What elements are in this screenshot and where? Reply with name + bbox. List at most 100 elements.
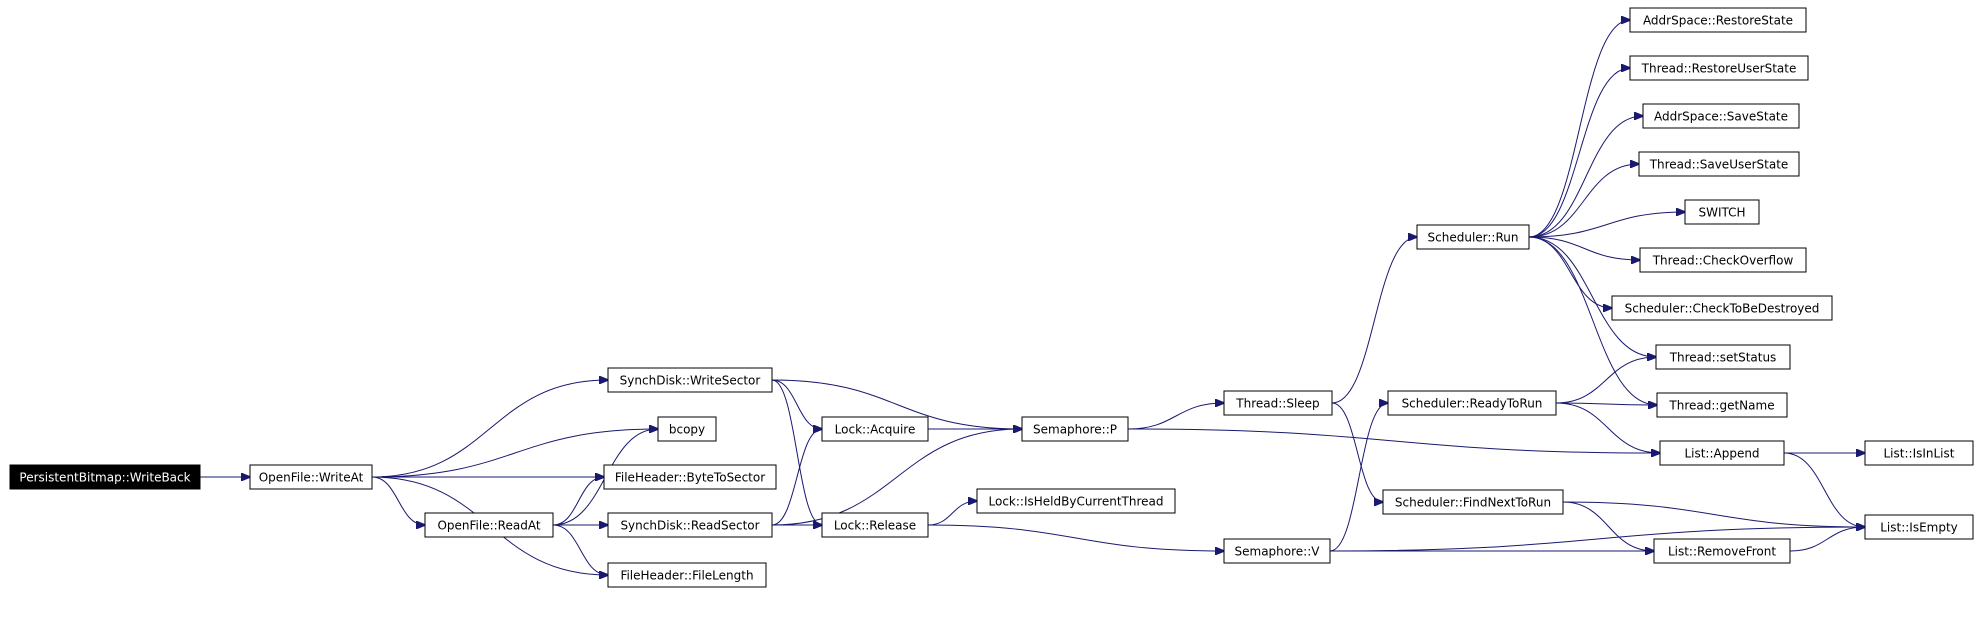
node-box-bcopy[interactable] (657, 416, 717, 442)
node-thread-sleep[interactable]: Thread::Sleep (1223, 390, 1333, 416)
node-box-openfile-readat[interactable] (424, 512, 554, 538)
node-box-thread-sleep[interactable] (1223, 390, 1333, 416)
node-box-scheduler-run[interactable] (1416, 224, 1530, 250)
node-addrspace-restorestate[interactable]: AddrSpace::RestoreState (1629, 7, 1807, 33)
edge-thread-sleep-to-scheduler-run (1331, 237, 1417, 404)
node-box-thread-checkoverflow[interactable] (1639, 247, 1807, 273)
node-label-synchdisk-readsector: SynchDisk::ReadSector (620, 519, 759, 533)
edge-scheduler-findnexttorun-to-list-isempty (1562, 501, 1865, 527)
node-scheduler-readytorun[interactable]: Scheduler::ReadyToRun (1387, 390, 1557, 416)
edge-lock-release-to-semaphore-v (927, 524, 1224, 551)
node-switch[interactable]: SWITCH (1684, 199, 1760, 225)
node-scheduler-checktobedestroyed[interactable]: Scheduler::CheckToBeDestroyed (1611, 295, 1833, 321)
node-box-thread-restoreuserstate[interactable] (1629, 55, 1809, 81)
node-scheduler-findnexttorun[interactable]: Scheduler::FindNextToRun (1382, 489, 1564, 515)
node-label-thread-getname: Thread::getName (1668, 399, 1774, 413)
edge-semaphore-p-to-list-append (1127, 428, 1660, 453)
node-box-semaphore-p[interactable] (1021, 416, 1129, 442)
node-label-addrspace-savestate: AddrSpace::SaveState (1654, 110, 1788, 124)
node-bcopy[interactable]: bcopy (657, 416, 717, 442)
node-label-switch: SWITCH (1698, 206, 1745, 220)
node-label-fileheader-bytetosector: FileHeader::ByteToSector (615, 471, 765, 485)
node-fileheader-filelength[interactable]: FileHeader::FileLength (607, 562, 767, 588)
edge-openfile-writeat-to-openfile-readat (371, 476, 425, 525)
node-thread-getname[interactable]: Thread::getName (1656, 392, 1788, 418)
node-scheduler-run[interactable]: Scheduler::Run (1416, 224, 1530, 250)
node-label-semaphore-v: Semaphore::V (1235, 545, 1321, 559)
node-lock-acquire[interactable]: Lock::Acquire (821, 416, 929, 442)
node-box-fileheader-filelength[interactable] (607, 562, 767, 588)
edge-scheduler-run-to-thread-checkoverflow (1528, 236, 1640, 260)
edge-synchdisk-readsector-to-semaphore-p (771, 429, 1022, 526)
node-box-list-isempty[interactable] (1864, 514, 1974, 540)
node-synchdisk-readsector[interactable]: SynchDisk::ReadSector (607, 512, 773, 538)
node-label-list-removefront: List::RemoveFront (1668, 545, 1776, 559)
node-box-synchdisk-readsector[interactable] (607, 512, 773, 538)
node-box-openfile-writeat[interactable] (249, 464, 373, 490)
node-persistentbitmap-writeback[interactable]: PersistentBitmap::WriteBack (9, 464, 201, 490)
node-box-addrspace-restorestate[interactable] (1629, 7, 1807, 33)
node-label-synchdisk-writesector: SynchDisk::WriteSector (620, 374, 761, 388)
node-box-scheduler-findnexttorun[interactable] (1382, 489, 1564, 515)
node-list-isempty[interactable]: List::IsEmpty (1864, 514, 1974, 540)
node-box-lock-acquire[interactable] (821, 416, 929, 442)
node-label-semaphore-p: Semaphore::P (1033, 423, 1117, 437)
node-label-fileheader-filelength: FileHeader::FileLength (620, 569, 753, 583)
node-box-scheduler-checktobedestroyed[interactable] (1611, 295, 1833, 321)
node-label-scheduler-checktobedestroyed: Scheduler::CheckToBeDestroyed (1625, 302, 1820, 316)
node-label-persistentbitmap-writeback: PersistentBitmap::WriteBack (19, 471, 190, 485)
node-label-bcopy: bcopy (669, 423, 705, 437)
node-box-fileheader-bytetosector[interactable] (603, 464, 777, 490)
node-box-synchdisk-writesector[interactable] (607, 367, 773, 393)
node-label-thread-setstatus: Thread::setStatus (1669, 351, 1777, 365)
node-list-append[interactable]: List::Append (1659, 440, 1785, 466)
node-box-thread-setstatus[interactable] (1655, 344, 1791, 370)
edge-semaphore-v-to-list-isempty (1329, 527, 1865, 552)
node-box-addrspace-savestate[interactable] (1642, 103, 1800, 129)
node-box-thread-saveuserstate[interactable] (1638, 151, 1800, 177)
edge-scheduler-readytorun-to-thread-setstatus (1555, 357, 1656, 404)
node-addrspace-savestate[interactable]: AddrSpace::SaveState (1642, 103, 1800, 129)
node-thread-restoreuserstate[interactable]: Thread::RestoreUserState (1629, 55, 1809, 81)
node-label-list-isempty: List::IsEmpty (1880, 521, 1958, 535)
node-openfile-readat[interactable]: OpenFile::ReadAt (424, 512, 554, 538)
node-box-lock-release[interactable] (821, 512, 929, 538)
node-box-list-removefront[interactable] (1653, 538, 1791, 564)
node-lock-isheldbycurrentthread[interactable]: Lock::IsHeldByCurrentThread (976, 488, 1176, 514)
edge-scheduler-run-to-thread-saveuserstate (1528, 164, 1639, 238)
node-thread-setstatus[interactable]: Thread::setStatus (1655, 344, 1791, 370)
node-box-list-append[interactable] (1659, 440, 1785, 466)
node-label-openfile-writeat: OpenFile::WriteAt (259, 471, 364, 485)
node-label-scheduler-findnexttorun: Scheduler::FindNextToRun (1395, 496, 1551, 510)
node-box-thread-getname[interactable] (1656, 392, 1788, 418)
node-label-addrspace-restorestate: AddrSpace::RestoreState (1643, 14, 1793, 28)
edge-scheduler-run-to-thread-getname (1528, 236, 1657, 405)
edge-scheduler-findnexttorun-to-list-removefront (1562, 501, 1654, 551)
node-label-thread-checkoverflow: Thread::CheckOverflow (1652, 254, 1794, 268)
edge-openfile-writeat-to-synchdisk-writesector (371, 380, 608, 478)
node-box-lock-isheldbycurrentthread[interactable] (976, 488, 1176, 514)
node-thread-checkoverflow[interactable]: Thread::CheckOverflow (1639, 247, 1807, 273)
node-semaphore-v[interactable]: Semaphore::V (1223, 538, 1331, 564)
node-box-scheduler-readytorun[interactable] (1387, 390, 1557, 416)
node-fileheader-bytetosector[interactable]: FileHeader::ByteToSector (603, 464, 777, 490)
node-list-isinlist[interactable]: List::IsInList (1864, 440, 1974, 466)
edge-semaphore-p-to-thread-sleep (1127, 403, 1224, 430)
node-lock-release[interactable]: Lock::Release (821, 512, 929, 538)
node-box-persistentbitmap-writeback[interactable] (9, 464, 201, 490)
node-box-list-isinlist[interactable] (1864, 440, 1974, 466)
node-label-scheduler-readytorun: Scheduler::ReadyToRun (1402, 397, 1543, 411)
node-semaphore-p[interactable]: Semaphore::P (1021, 416, 1129, 442)
node-box-semaphore-v[interactable] (1223, 538, 1331, 564)
node-thread-saveuserstate[interactable]: Thread::SaveUserState (1638, 151, 1800, 177)
edge-scheduler-run-to-switch (1528, 212, 1685, 238)
node-list-removefront[interactable]: List::RemoveFront (1653, 538, 1791, 564)
node-label-openfile-readat: OpenFile::ReadAt (437, 519, 540, 533)
node-box-switch[interactable] (1684, 199, 1760, 225)
node-label-scheduler-run: Scheduler::Run (1428, 231, 1519, 245)
edge-scheduler-run-to-addrspace-savestate (1528, 116, 1643, 238)
node-openfile-writeat[interactable]: OpenFile::WriteAt (249, 464, 373, 490)
edge-openfile-writeat-to-bcopy (371, 429, 658, 478)
node-label-thread-restoreuserstate: Thread::RestoreUserState (1641, 62, 1797, 76)
node-synchdisk-writesector[interactable]: SynchDisk::WriteSector (607, 367, 773, 393)
